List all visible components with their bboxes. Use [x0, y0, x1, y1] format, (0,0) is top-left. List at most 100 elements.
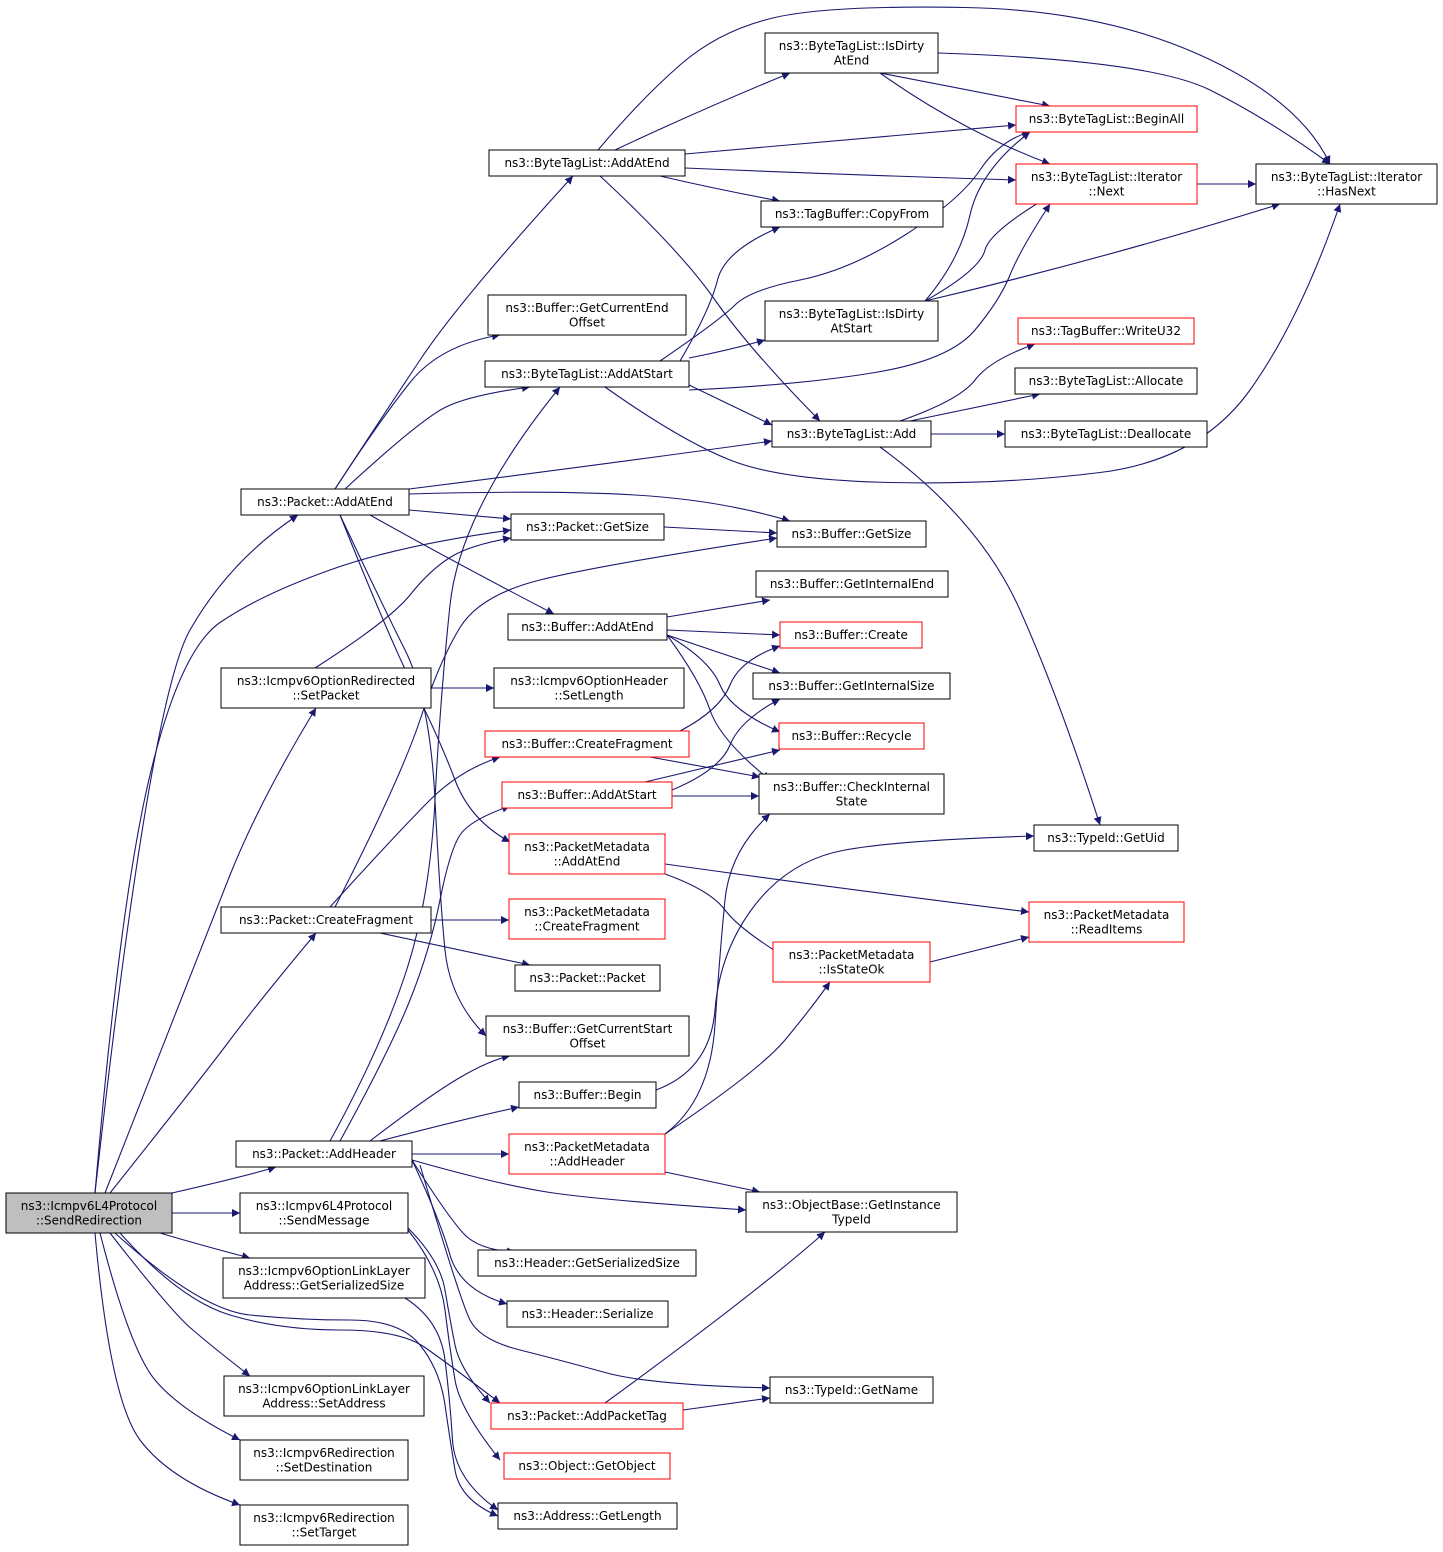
node-label: ns3::PacketMetadata	[1044, 908, 1170, 922]
edge-n_addheader-to-n_hdr_getsersize	[411, 1159, 516, 1256]
node-n-buf-getintsize[interactable]: ns3::Buffer::GetInternalSize	[752, 672, 951, 700]
node-n-addatend[interactable]: ns3::Packet::AddAtEnd	[240, 488, 410, 516]
node-n-btl-add[interactable]: ns3::ByteTagList::Add	[771, 420, 932, 448]
node-n-settarget[interactable]: ns3::Icmpv6Redirection::SetTarget	[239, 1504, 409, 1546]
node-n-buf-addatstart[interactable]: ns3::Buffer::AddAtStart	[501, 781, 673, 809]
node-n-btl-deallocate[interactable]: ns3::ByteTagList::Deallocate	[1004, 420, 1208, 448]
node-n-llgetsize[interactable]: ns3::Icmpv6OptionLinkLayerAddress::GetSe…	[222, 1257, 426, 1299]
node-n-pm-createfrag[interactable]: ns3::PacketMetadata::CreateFragment	[508, 898, 666, 940]
node-label: ns3::PacketMetadata	[524, 905, 650, 919]
node-n-pm-addheader[interactable]: ns3::PacketMetadata::AddHeader	[508, 1133, 666, 1175]
edge-n_btl_addatstart-to-n_btl_beginall	[659, 130, 1031, 362]
node-n-setpacket[interactable]: ns3::Icmpv6OptionRedirected::SetPacket	[220, 667, 432, 709]
edge-n_pkt_addpackettag-to-n_typeid_getname	[682, 1395, 771, 1411]
edge-n_btl_isdirtystart-to-n_btl_iter_next	[924, 189, 1061, 302]
edge-n_addheader-to-n_buf_curstart	[369, 1053, 511, 1142]
node-n-sendmessage[interactable]: ns3::Icmpv6L4Protocol::SendMessage	[239, 1192, 409, 1234]
node-n-setdest[interactable]: ns3::Icmpv6Redirection::SetDestination	[239, 1439, 409, 1481]
edge-root-to-n_createfrag	[109, 932, 317, 1194]
node-n-btl-iter-next[interactable]: ns3::ByteTagList::Iterator::Next	[1015, 163, 1198, 205]
node-n-buf-getsize[interactable]: ns3::Buffer::GetSize	[776, 520, 927, 548]
edge-root-to-n_setdest	[99, 1232, 241, 1441]
node-label: ns3::Packet::CreateFragment	[239, 913, 413, 927]
node-n-typeid-getuid[interactable]: ns3::TypeId::GetUid	[1033, 824, 1179, 852]
edge-n_addheader-to-n_typeid_getname	[419, 1164, 771, 1392]
node-label: ns3::Packet::AddHeader	[252, 1147, 396, 1161]
node-n-addr-getlen[interactable]: ns3::Address::GetLength	[497, 1502, 678, 1530]
node-n-buf-begin[interactable]: ns3::Buffer::Begin	[518, 1081, 657, 1109]
node-n-buf-createfrag[interactable]: ns3::Buffer::CreateFragment	[484, 730, 690, 758]
node-n-buf-recycle[interactable]: ns3::Buffer::Recycle	[778, 722, 925, 750]
node-label: ns3::TypeId::GetUid	[1047, 831, 1165, 845]
node-n-buf-create[interactable]: ns3::Buffer::Create	[779, 621, 923, 649]
node-label: ns3::ByteTagList::AddAtStart	[501, 367, 673, 381]
node-label: ns3::Address::GetLength	[513, 1509, 661, 1523]
node-n-pkt-addpackettag[interactable]: ns3::Packet::AddPacketTag	[490, 1402, 684, 1430]
edge-n_buf_addatstart-to-n_buf_recycle	[644, 747, 781, 783]
node-label: Offset	[569, 1036, 605, 1050]
node-n-typeid-getname[interactable]: ns3::TypeId::GetName	[769, 1376, 934, 1404]
call-nodes: ns3::Icmpv6L4Protocol::SendRedirectionns…	[5, 32, 1438, 1546]
node-n-pkt-packet[interactable]: ns3::Packet::Packet	[514, 964, 661, 992]
node-label: ns3::Object::GetObject	[518, 1459, 656, 1473]
node-n-hdr-serialize[interactable]: ns3::Header::Serialize	[506, 1300, 669, 1328]
node-label: AtEnd	[834, 53, 870, 67]
node-label: Offset	[569, 315, 605, 329]
node-n-pm-addatend[interactable]: ns3::PacketMetadata::AddAtEnd	[508, 833, 666, 875]
edge-n_addatend-to-n_pkt_getsize	[408, 509, 512, 523]
node-n-btl-addatstart[interactable]: ns3::ByteTagList::AddAtStart	[484, 360, 690, 388]
node-label: ::SetLength	[554, 688, 623, 702]
edge-n_pm_addatend-to-n_pm_isstateok	[664, 873, 791, 961]
node-label: ns3::Packet::Packet	[529, 971, 645, 985]
edge-n_addatend-to-n_btl_addatstart	[344, 384, 531, 490]
node-n-buf-addatend[interactable]: ns3::Buffer::AddAtEnd	[507, 613, 668, 641]
node-label: ::IsStateOk	[818, 962, 884, 976]
node-root[interactable]: ns3::Icmpv6L4Protocol::SendRedirection	[5, 1192, 173, 1234]
edge-n_pkt_getsize-to-n_buf_getsize	[663, 526, 778, 537]
edge-n_addatend-to-n_buf_addatend	[369, 514, 555, 615]
node-label: ns3::ByteTagList::AddAtEnd	[504, 156, 669, 170]
node-n-hdr-getsersize[interactable]: ns3::Header::GetSerializedSize	[477, 1249, 697, 1277]
node-label: ns3::ByteTagList::Add	[787, 427, 917, 441]
edge-n_buf_addatend-to-n_buf_getintsize	[666, 634, 781, 675]
node-n-optheader-setlen[interactable]: ns3::Icmpv6OptionHeader::SetLength	[493, 667, 685, 709]
node-label: ::AddHeader	[549, 1154, 624, 1168]
node-label: ns3::Buffer::AddAtEnd	[521, 620, 654, 634]
edge-n_btl_addatend-to-n_btl_isdirtyend	[614, 72, 791, 151]
edge-n_btl_addatend-to-n_btl_add	[599, 175, 821, 422]
node-n-pm-readitems[interactable]: ns3::PacketMetadata::ReadItems	[1028, 901, 1185, 943]
node-n-pm-isstateok[interactable]: ns3::PacketMetadata::IsStateOk	[772, 941, 931, 983]
edge-n_btl_addatend-to-n_tagbuf_copyfrom	[659, 175, 781, 204]
node-n-createfrag[interactable]: ns3::Packet::CreateFragment	[220, 906, 432, 934]
edge-n_btl_addatstart-to-n_tagbuf_copyfrom	[679, 226, 781, 362]
edge-root-to-n_addr_getlen	[114, 1232, 499, 1517]
node-n-btl-iter-hasnext[interactable]: ns3::ByteTagList::Iterator::HasNext	[1255, 163, 1438, 205]
node-label: State	[836, 794, 868, 808]
edge-n_addheader-to-n_hdr_serialize	[411, 1159, 508, 1306]
node-label: ns3::Packet::AddPacketTag	[507, 1409, 667, 1423]
node-n-obj-getobject[interactable]: ns3::Object::GetObject	[503, 1452, 671, 1480]
node-label: ns3::Buffer::Create	[794, 628, 908, 642]
node-n-tagbuf-copyfrom[interactable]: ns3::TagBuffer::CopyFrom	[760, 200, 944, 228]
node-n-buf-getintend[interactable]: ns3::Buffer::GetInternalEnd	[755, 570, 949, 598]
node-n-btl-allocate[interactable]: ns3::ByteTagList::Allocate	[1014, 367, 1198, 395]
node-n-btl-beginall[interactable]: ns3::ByteTagList::BeginAll	[1015, 105, 1198, 133]
edge-n_btl_isdirtyend-to-n_btl_iter_hasnext	[937, 52, 1331, 165]
node-label: ns3::Buffer::AddAtStart	[517, 788, 656, 802]
node-n-btl-addatend[interactable]: ns3::ByteTagList::AddAtEnd	[488, 149, 686, 177]
node-n-pkt-getsize[interactable]: ns3::Packet::GetSize	[510, 513, 665, 541]
node-n-tagbuf-writeu32[interactable]: ns3::TagBuffer::WriteU32	[1017, 317, 1195, 345]
node-n-setaddress[interactable]: ns3::Icmpv6OptionLinkLayerAddress::SetAd…	[223, 1375, 425, 1417]
node-label: ns3::ByteTagList::Deallocate	[1021, 427, 1191, 441]
node-n-addheader[interactable]: ns3::Packet::AddHeader	[235, 1140, 413, 1168]
node-label: ns3::Buffer::Begin	[533, 1088, 641, 1102]
node-label: ns3::Buffer::GetInternalEnd	[770, 577, 934, 591]
edge-n_btl_addatend-to-n_btl_iter_hasnext	[597, 6, 1331, 165]
